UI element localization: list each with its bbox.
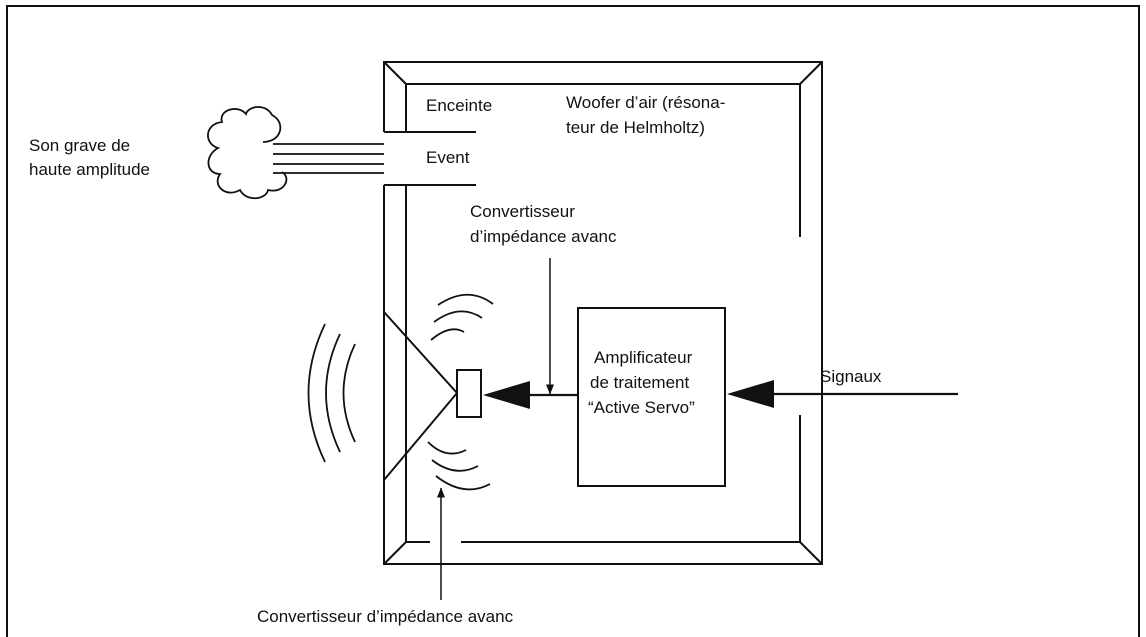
label-event: Event: [426, 148, 470, 167]
bevel-top-left: [383, 61, 407, 85]
amp-to-converter-arrowhead: [483, 381, 530, 409]
label-conv-top-2: d’impédance avanc: [470, 227, 617, 246]
sound-cloud-icon: [207, 106, 288, 200]
sound-waves-inside-upper: [430, 293, 494, 341]
label-amp-3: “Active Servo”: [588, 398, 695, 417]
enclosure-outer-wall: [383, 61, 823, 565]
label-signaux: Signaux: [820, 367, 882, 386]
label-son-grave-2: haute amplitude: [29, 160, 150, 179]
air-stream-lines: [273, 143, 384, 174]
bevel-top-right: [799, 61, 823, 85]
label-amp-1: Amplificateur: [594, 348, 693, 367]
label-son-grave-1: Son grave de: [29, 136, 130, 155]
amplifier-box: [577, 307, 726, 487]
woofer-cone: [383, 311, 458, 481]
impedance-converter-element: [456, 369, 482, 418]
sound-waves-inside-lower: [427, 441, 491, 491]
label-enceinte: Enceinte: [426, 96, 492, 115]
label-conv-top-1: Convertisseur: [470, 202, 575, 221]
label-amp-2: de traitement: [590, 373, 689, 392]
sound-waves-outside: [307, 323, 356, 463]
label-conv-bottom: Convertisseur d’impédance avanc: [257, 607, 514, 626]
signal-input-arrowhead: [727, 380, 774, 408]
outer-frame: [6, 5, 1140, 637]
label-woofer-2: teur de Helmholtz): [566, 118, 705, 137]
enclosure-inner-wall-top: [405, 83, 801, 237]
enclosure-inner-wall-left: [405, 185, 430, 543]
label-woofer-1: Woofer d’air (résona-: [566, 93, 725, 112]
bevel-bottom-right: [799, 541, 823, 565]
bevel-bottom-left: [383, 541, 407, 565]
enclosure-cabinet: [383, 61, 823, 565]
